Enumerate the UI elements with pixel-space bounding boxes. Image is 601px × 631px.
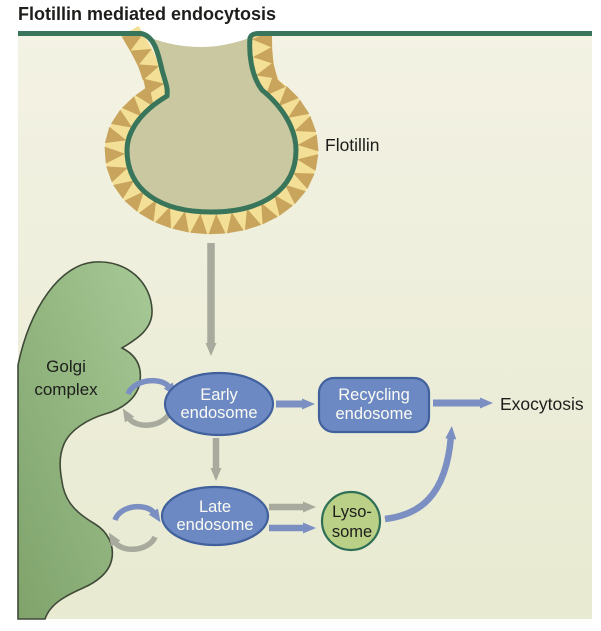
flotillin-triangle [121,33,144,52]
arrow-late-recycle-down [108,532,158,552]
flotillin-triangle [172,211,189,233]
flotillin-triangle [121,96,142,117]
diagram-title: Flotillin mediated endocytosis [18,4,276,24]
flotillin-triangle [255,62,278,79]
flotillin-triangle [285,184,306,205]
flotillin-triangle [138,200,157,222]
late-endosome-node [160,485,270,547]
pit-opening [141,31,259,47]
flotillin-triangle [104,126,127,144]
flotillin-triangle [297,154,319,171]
flotillin-triangle [226,212,244,234]
flotillin-triangle [135,85,154,107]
lysosome-label-line1: Lyso- [332,503,372,521]
flotillin-triangle [137,64,160,81]
early-endosome-label-line1: Early [200,386,238,404]
recycling-endosome-node [317,376,431,434]
flotillin-triangle [297,134,319,152]
flotillin-triangle [261,202,278,225]
late-endosome-label-line2: endosome [176,516,253,534]
flotillin-triangle [104,146,126,164]
arrow-late-recycle-up [112,503,161,523]
recycling-endosome-label-line1: Recycling [338,386,410,404]
flotillin-triangle [130,48,152,66]
recycling-endosome-label-line2: endosome [335,405,412,423]
flotillin-triangle [292,172,315,190]
flotillin-triangle [208,213,226,235]
golgi-label-line1: Golgi [46,357,86,376]
flotillin-triangle [265,75,286,96]
flotillin-triangle [274,194,294,216]
plasma-membrane [18,31,592,215]
flotillin-triangle [155,206,171,229]
flotillin-triangle [278,86,299,107]
exocytosis-label: Exocytosis [500,394,584,414]
lysosome-label-line2: some [332,523,372,541]
lysosome-node [320,490,382,552]
flotillin-triangle [252,46,274,64]
flotillin-triangle [294,116,317,132]
golgi-label-line2: complex [34,380,98,399]
golgi-complex-shape [17,261,153,620]
flotillin-triangle [190,213,208,235]
arrow-lysosome-to-exocytosis [384,426,457,523]
early-endosome-node [163,371,275,437]
arrow-golgi-to-early-recycle [125,377,176,397]
flotillin-triangle [106,166,128,183]
late-endosome-label-line1: Late [199,498,231,516]
flotillin-triangle [113,180,135,199]
flotillin-triangle [124,191,145,212]
flotillin-triangle [287,99,310,118]
flotillin-triangle [110,109,133,128]
early-endosome-label-line2: endosome [180,404,257,422]
flotillin-coat-triangles [104,30,319,235]
flotillin-label: Flotillin [325,135,379,155]
flotillin-triangle [244,208,262,231]
